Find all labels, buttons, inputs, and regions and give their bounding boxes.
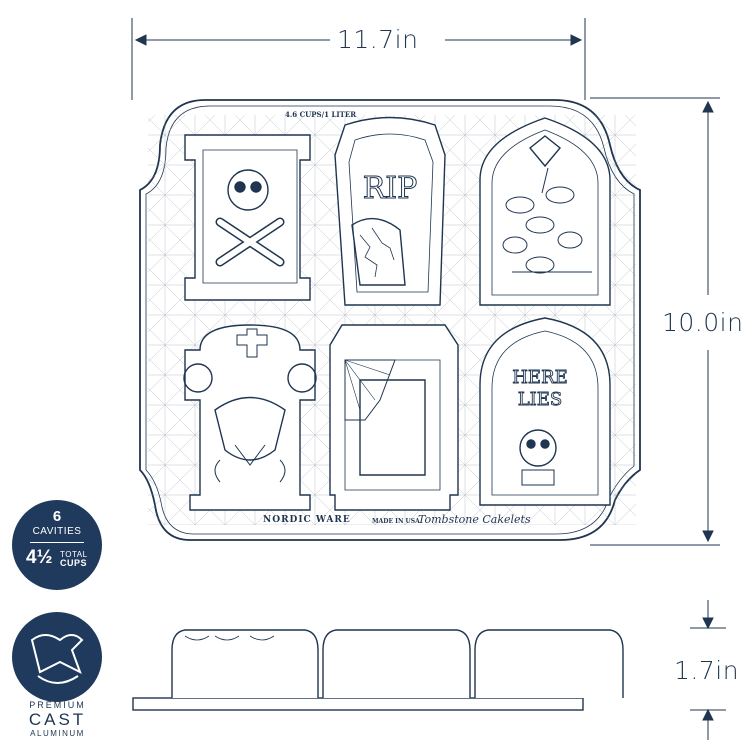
- depth-dimension-label: 1.7in: [674, 656, 740, 685]
- height-dimension-line: [590, 97, 720, 546]
- cavity-here-lies: [479, 317, 611, 506]
- total-cups-amount: 4½: [26, 547, 53, 568]
- brand-mark: NORDIC WARE: [263, 515, 351, 525]
- cavity-rip-tombstone: [334, 116, 446, 306]
- cups-label: CUPS: [60, 558, 88, 568]
- capacity-mark: 4.6 CUPS/1 LITER: [285, 110, 357, 119]
- total-cups-label: TOTAL CUPS: [60, 550, 88, 568]
- badge-divider: [30, 542, 84, 543]
- cavity-gothic-window: [479, 117, 611, 306]
- total-label: TOTAL: [60, 550, 88, 559]
- cavity-cross-column: [183, 324, 317, 511]
- here-text: HERE: [512, 367, 568, 388]
- made-in-mark: MADE IN USA: [372, 518, 420, 525]
- material-cast: CAST: [28, 710, 87, 729]
- height-dimension-label: 10.0in: [662, 308, 744, 337]
- depth-dimension-line: [690, 600, 726, 740]
- cavity-count: 6: [52, 508, 62, 525]
- cavities-badge: 6 CAVITIES 4½ TOTAL CUPS: [12, 500, 102, 590]
- width-dimension-label: 11.7in: [337, 25, 419, 54]
- material-aluminum: ALUMINUM: [30, 729, 85, 738]
- width-dimension-line: [131, 18, 586, 100]
- cavity-doorway-web: [329, 324, 459, 511]
- pan-side-view: [132, 629, 624, 711]
- product-name-mark: Tombstone Cakelets: [418, 513, 531, 526]
- cast-aluminum-icon: [12, 612, 102, 702]
- cavity-skull-crossbones: [184, 134, 311, 301]
- rip-text: RIP: [363, 171, 418, 206]
- cavities-label: CAVITIES: [32, 526, 82, 537]
- material-premium: PREMIUM: [29, 700, 86, 710]
- lies-text: LIES: [518, 389, 563, 410]
